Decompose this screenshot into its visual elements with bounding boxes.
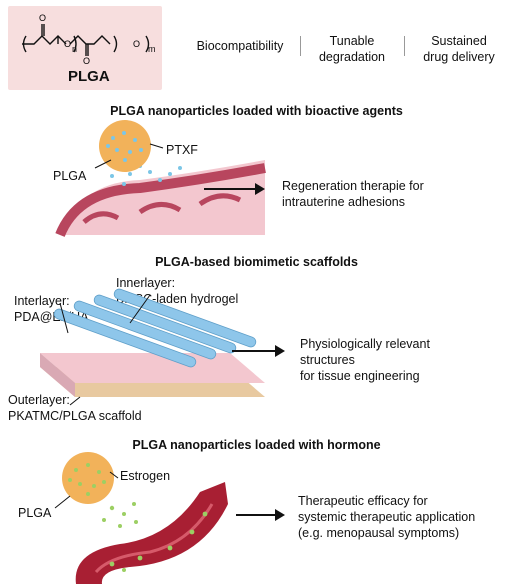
property-biocompatibility: Biocompatibility xyxy=(196,39,284,53)
section2-arrow xyxy=(232,350,276,352)
section1-arrowhead xyxy=(255,183,265,195)
plga-formula-panel xyxy=(8,6,162,90)
property-tunable-degradation: Tunable degradation xyxy=(318,34,386,64)
property-separator xyxy=(404,36,405,56)
formula-sub-m: m xyxy=(148,44,156,54)
formula-sub-n: n xyxy=(72,44,78,54)
section1-plga-label: PLGA xyxy=(53,169,87,183)
section3-title: PLGA nanoparticles loaded with hormone xyxy=(132,438,381,452)
section1-title: PLGA nanoparticles loaded with bioactive… xyxy=(110,104,403,118)
section3-plga-label: PLGA xyxy=(18,506,52,520)
section2-outerlayer-label: Outerlayer: PKATMC/PLGA scaffold xyxy=(8,393,142,423)
property-sustained-drug-delivery: Sustained drug delivery xyxy=(423,34,495,64)
section3-illustration xyxy=(54,452,228,584)
formula-label: PLGA xyxy=(68,68,110,85)
section1-illustration xyxy=(55,120,266,238)
section2-scaffold-illustration xyxy=(40,288,265,406)
section3-outcome: Therapeutic efficacy for systemic therap… xyxy=(298,494,476,540)
svg-text:O: O xyxy=(83,56,90,66)
svg-text:O: O xyxy=(39,13,46,23)
section3-arrow xyxy=(236,514,276,516)
section1-arrow xyxy=(204,188,256,190)
section2-arrowhead xyxy=(275,345,285,357)
plga-structure-drawing: O O O O xyxy=(22,13,150,66)
section3-arrowhead xyxy=(275,509,285,521)
section1-outcome: Regeneration therapie for intrauterine a… xyxy=(282,179,424,209)
section3-estrogen-label: Estrogen xyxy=(120,469,171,483)
property-separator xyxy=(300,36,301,56)
section2-outcome: Physiologically relevant structures for … xyxy=(300,337,430,383)
section1-ptxf-label: PTXF xyxy=(166,143,198,157)
svg-text:O: O xyxy=(133,39,140,49)
svg-text:O: O xyxy=(64,39,71,49)
section2-title: PLGA-based biomimetic scaffolds xyxy=(155,255,358,269)
